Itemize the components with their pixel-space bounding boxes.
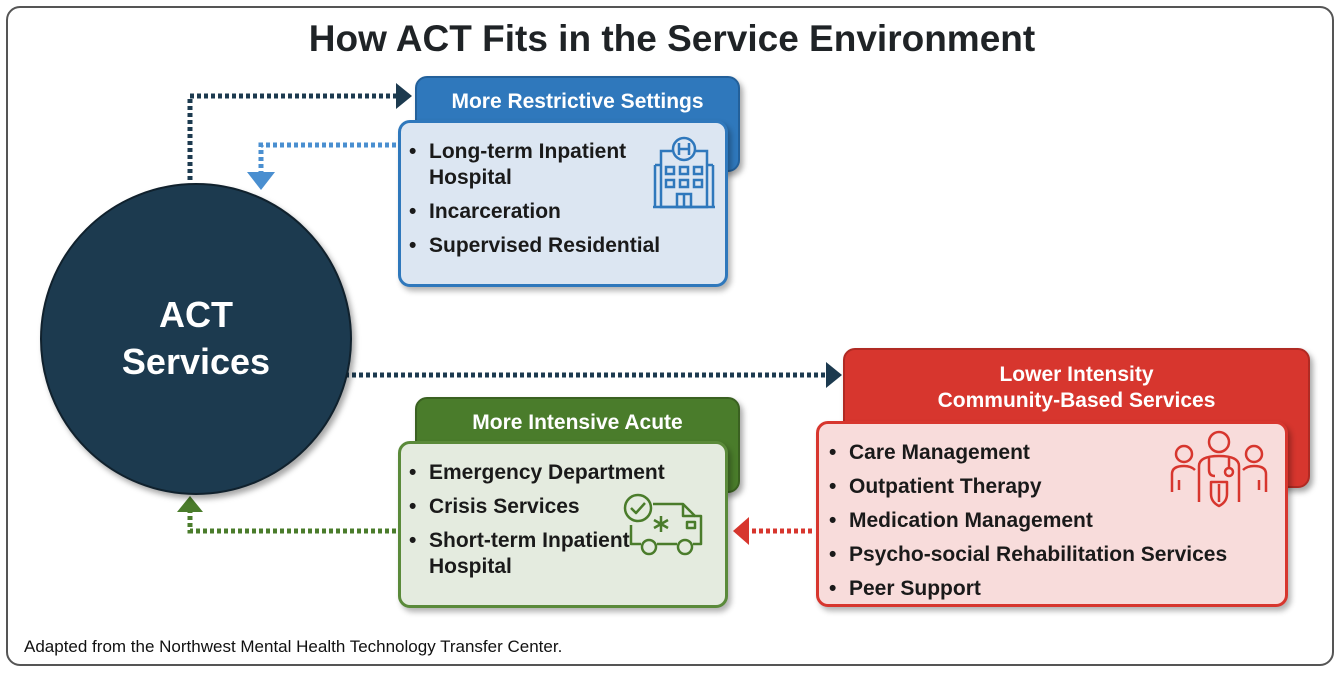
intensive-acute-card: Emergency Department Crisis Services Sho… [398,441,728,608]
restrictive-settings-title: More Restrictive Settings [451,90,704,113]
arrow-act-to-restrictive [187,93,396,180]
list-item: Medication Management [829,508,1285,534]
list-item: Crisis Services [409,494,725,520]
arrow-act-to-restrictive-head [396,83,412,109]
hospital-icon [653,136,715,209]
list-item: Care Management [829,440,1285,466]
arrow-restrictive-to-act [258,142,396,174]
list-item: Short-term Inpatient Hospital [409,528,639,580]
arrow-community-to-acute-head [733,517,749,545]
list-item: Peer Support [829,576,1285,602]
diagram-title: How ACT Fits in the Service Environment [308,18,1036,59]
list-item: Incarceration [409,199,725,225]
arrow-acute-to-act-head [177,496,203,512]
restrictive-settings-list: Long-term Inpatient Hospital Incarcerati… [409,139,725,259]
arrow-acute-to-act [187,512,396,534]
community-services-list: Care Management Outpatient Therapy Medic… [829,440,1285,602]
ambulance-icon [623,493,703,556]
list-item: Emergency Department [409,460,725,486]
community-services-title-line2: Community-Based Services [937,389,1216,412]
intensive-acute-list: Emergency Department Crisis Services Sho… [409,460,725,580]
restrictive-settings-card: Long-term Inpatient Hospital Incarcerati… [398,120,728,287]
list-item: Outpatient Therapy [829,474,1285,500]
list-item: Long-term Inpatient Hospital [409,139,639,191]
services-label: Services [121,341,271,382]
community-services-card: Care Management Outpatient Therapy Medic… [816,421,1288,607]
act-services-circle: ACT Services [40,183,352,495]
intensive-acute-title: More Intensive Acute [472,411,683,434]
source-footnote: Adapted from the Northwest Mental Health… [24,637,563,656]
arrow-act-to-community-head [826,362,842,388]
list-item: Psycho-social Rehabilitation Services [829,542,1285,568]
arrow-restrictive-to-act-head [247,172,275,190]
care-team-icon [1170,430,1268,508]
community-services-title-line1: Lower Intensity [999,363,1154,386]
list-item: Supervised Residential [409,233,725,259]
act-label: ACT [159,294,233,336]
